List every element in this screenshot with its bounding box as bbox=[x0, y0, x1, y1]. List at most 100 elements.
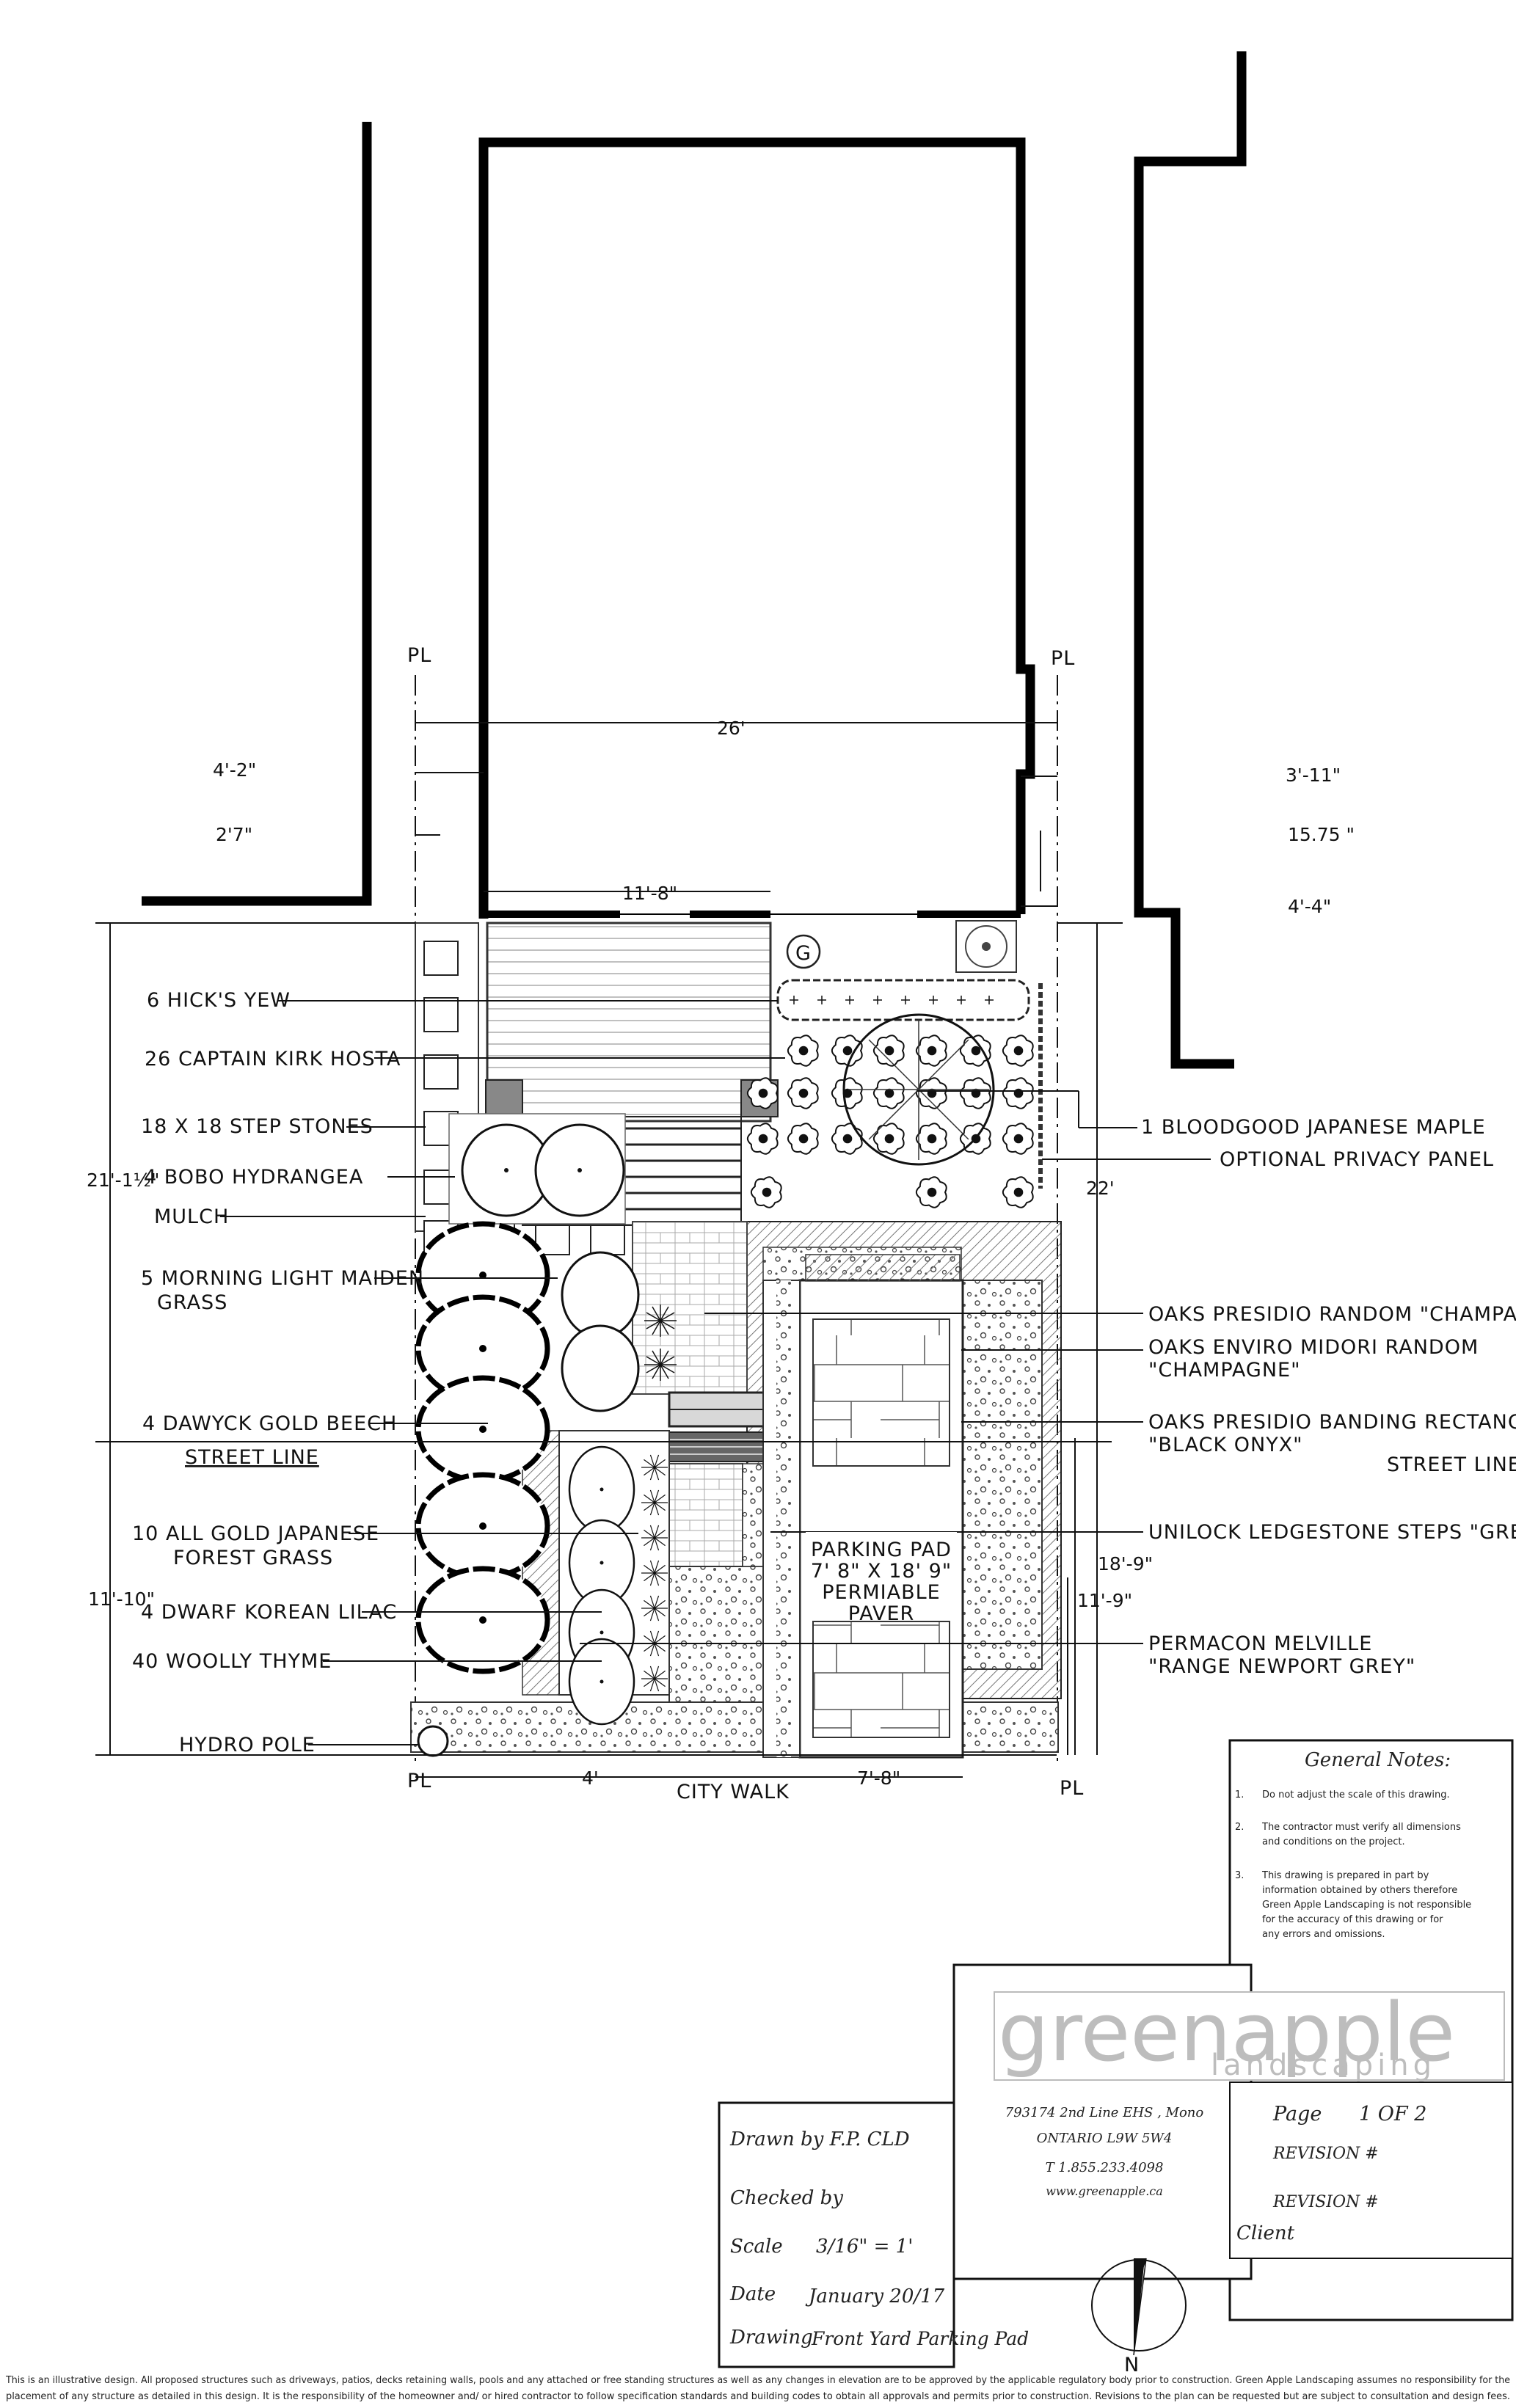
label-hydro-pole: HYDRO POLE bbox=[179, 1734, 316, 1756]
company-block: greenapple landscaping 793174 2nd Line E… bbox=[952, 1963, 1505, 2280]
north-arrow: N bbox=[1091, 2258, 1187, 2376]
label-permacon-melville-2: "RANGE NEWPORT GREY" bbox=[1148, 1655, 1415, 1678]
label-city-walk: CITY WALK bbox=[677, 1781, 790, 1803]
dim-right-gap: 4'-4" bbox=[1288, 896, 1331, 917]
svg-text:This drawing is prepared in pa: This drawing is prepared in part by bbox=[1261, 1870, 1429, 1881]
left-neighbour-wall bbox=[142, 122, 372, 906]
drawing-value: Front Yard Parking Pad bbox=[811, 2328, 1029, 2349]
svg-text:PAVER: PAVER bbox=[848, 1602, 915, 1625]
label-japanese-forest-grass-1: 10 ALL GOLD JAPANESE bbox=[132, 1522, 379, 1545]
label-japanese-maple: 1 BLOODGOOD JAPANESE MAPLE bbox=[1141, 1116, 1486, 1139]
label-hicks-yew: 6 HICK'S YEW bbox=[147, 989, 291, 1012]
company-address-2: ONTARIO L9W 5W4 bbox=[1037, 2131, 1173, 2146]
parking-pad-random-inset-bottom bbox=[812, 1621, 950, 1738]
client-label: Client bbox=[1236, 2222, 1295, 2244]
title-block: Drawn by F.P. CLD Checked by Scale 3/16"… bbox=[718, 2101, 1029, 2368]
label-bobo-hydrangea: 4 BOBO HYDRANGEA bbox=[144, 1166, 363, 1189]
dim-left-offset: 2'7" bbox=[216, 824, 252, 845]
svg-text:7' 8" X 18' 9": 7' 8" X 18' 9" bbox=[811, 1560, 952, 1583]
house-outline bbox=[478, 137, 1035, 919]
material-labels-right: 1 BLOODGOOD JAPANESE MAPLE OPTIONAL PRIV… bbox=[1141, 1116, 1516, 1678]
label-ledgestone-steps: UNILOCK LEDGESTONE STEPS "GREY" bbox=[1148, 1521, 1516, 1544]
scale-value: 3/16" = 1' bbox=[816, 2236, 913, 2258]
svg-text:and conditions on the project.: and conditions on the project. bbox=[1262, 1836, 1405, 1847]
drawing-label: Drawing bbox=[729, 2327, 813, 2349]
parking-pad-label: PARKING PAD 7' 8" X 18' 9" PERMIABLE PAV… bbox=[806, 1532, 957, 1625]
revision-1: REVISION # bbox=[1272, 2145, 1379, 2163]
label-japanese-forest-grass-2: FOREST GRASS bbox=[173, 1547, 333, 1569]
svg-text:PERMIABLE: PERMIABLE bbox=[822, 1581, 940, 1604]
dim-walk-width: 4' bbox=[582, 1767, 599, 1789]
label-maiden-grass-1: 5 MORNING LIGHT MAIDEN bbox=[141, 1267, 424, 1290]
pl-label-top-left: PL bbox=[407, 644, 431, 667]
front-porch bbox=[486, 922, 772, 1123]
pl-label-bottom-right: PL bbox=[1060, 1777, 1084, 1800]
label-maiden-grass-2: GRASS bbox=[157, 1291, 227, 1314]
date-label: Date bbox=[729, 2283, 776, 2305]
dim-pad-width: 7'-8" bbox=[857, 1767, 900, 1789]
label-step-stones: 18 X 18 STEP STONES bbox=[141, 1115, 373, 1138]
page-label: Page bbox=[1272, 2103, 1322, 2126]
label-dawyck-gold-beech: 4 DAWYCK GOLD BEECH bbox=[142, 1412, 397, 1435]
dim-house-width: 26' bbox=[717, 718, 746, 739]
label-banding-rectangle-1: OAKS PRESIDIO BANDING RECTANGLE bbox=[1148, 1411, 1516, 1434]
yew-plant-icon bbox=[929, 996, 938, 1004]
dim-right-depth: 22' bbox=[1086, 1178, 1115, 1199]
parking-pad-random-inset-top bbox=[812, 1318, 950, 1467]
right-neighbour-wall bbox=[1134, 51, 1247, 1069]
svg-text:any errors and omissions.: any errors and omissions. bbox=[1262, 1929, 1385, 1940]
dim-pad-depth-inner: 11'-9" bbox=[1077, 1590, 1132, 1611]
dimension-lines bbox=[95, 722, 1123, 1778]
yew-plant-icon bbox=[957, 996, 966, 1004]
maiden-grass-icon bbox=[561, 1324, 640, 1412]
checked-by: Checked by bbox=[730, 2187, 843, 2209]
label-enviro-midori-1: OAKS ENVIRO MIDORI RANDOM bbox=[1148, 1336, 1479, 1359]
label-captain-kirk-hosta: 26 CAPTAIN KIRK HOSTA bbox=[145, 1048, 401, 1070]
disclaimer-line-2: placement of any structure as detailed i… bbox=[6, 2390, 1510, 2402]
svg-text:for the accuracy of this drawi: for the accuracy of this drawing or for bbox=[1262, 1914, 1443, 1925]
yew-plant-icon bbox=[790, 996, 798, 1004]
dim-left-depth: 21'-1½" bbox=[87, 1170, 159, 1191]
svg-text:1.: 1. bbox=[1235, 1789, 1244, 1800]
buildings bbox=[142, 51, 1247, 1069]
porch-post-left bbox=[485, 1079, 523, 1117]
disclaimer-line-1: This is an illustrative design. All prop… bbox=[5, 2374, 1510, 2386]
dimension-text: 26' 4'-2" 3'-11" 2'7" 15.75 " 11'-8" 4'-… bbox=[87, 718, 1355, 1789]
dim-right-offset: 15.75 " bbox=[1288, 824, 1355, 845]
company-phone: T 1.855.233.4098 bbox=[1046, 2160, 1164, 2175]
drawn-by: Drawn by F.P. CLD bbox=[729, 2128, 910, 2150]
svg-text:Green Apple Landscaping is not: Green Apple Landscaping is not responsib… bbox=[1262, 1900, 1471, 1911]
company-logo-main: greenapple bbox=[998, 1985, 1455, 2079]
japanese-maple-icon bbox=[842, 1013, 995, 1166]
label-banding-rectangle-2: "BLACK ONYX" bbox=[1148, 1434, 1303, 1456]
label-permacon-melville-1: PERMACON MELVILLE bbox=[1148, 1632, 1372, 1655]
yew-plant-icon bbox=[845, 996, 854, 1004]
general-notes-title: General Notes: bbox=[1305, 1749, 1451, 1771]
label-street-line-left: STREET LINE bbox=[185, 1446, 319, 1469]
yew-plant-icon bbox=[817, 996, 826, 1004]
gas-meter-icon bbox=[786, 934, 821, 969]
svg-text:The contractor must verify all: The contractor must verify all dimension… bbox=[1261, 1822, 1461, 1833]
pl-label-top-right: PL bbox=[1051, 647, 1075, 670]
thyme-bed-right bbox=[962, 1280, 1043, 1670]
dim-porch-width: 11'-8" bbox=[622, 883, 677, 904]
company-address-1: 793174 2nd Line EHS , Mono bbox=[1005, 2105, 1204, 2120]
page-value: 1 OF 2 bbox=[1359, 2103, 1426, 2126]
company-logo-sub: landscaping bbox=[1211, 2048, 1436, 2082]
plant-labels-left: 6 HICK'S YEW 26 CAPTAIN KIRK HOSTA 18 X … bbox=[132, 989, 424, 1756]
label-woolly-thyme: 40 WOOLLY THYME bbox=[132, 1650, 332, 1673]
dim-right-setback: 3'-11" bbox=[1286, 765, 1341, 786]
svg-text:2.: 2. bbox=[1235, 1822, 1244, 1833]
label-privacy-panel: OPTIONAL PRIVACY PANEL bbox=[1220, 1148, 1494, 1171]
dim-left-front: 11'-10" bbox=[88, 1588, 155, 1610]
label-street-line-right: STREET LINE bbox=[1387, 1453, 1516, 1476]
pl-label-bottom-left: PL bbox=[407, 1770, 431, 1792]
svg-text:3.: 3. bbox=[1235, 1870, 1244, 1881]
label-enviro-midori-2: "CHAMPAGNE" bbox=[1148, 1359, 1301, 1382]
svg-text:Do not adjust the scale of thi: Do not adjust the scale of this drawing. bbox=[1262, 1789, 1450, 1800]
yew-plant-icon bbox=[985, 996, 994, 1004]
hydro-pole-icon bbox=[417, 1725, 449, 1757]
date-value: January 20/17 bbox=[805, 2285, 945, 2307]
plantings bbox=[415, 996, 1034, 1726]
